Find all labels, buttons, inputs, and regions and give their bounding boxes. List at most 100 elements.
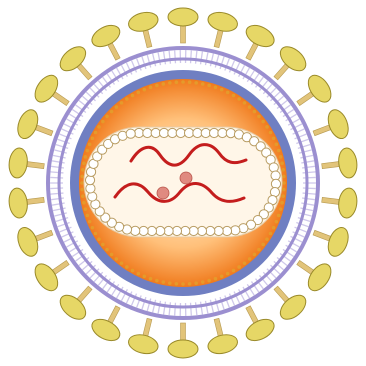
matrix-dot xyxy=(232,94,236,98)
matrix-dot xyxy=(265,237,269,241)
matrix-dot xyxy=(181,282,185,286)
capsid-bead xyxy=(131,226,140,235)
spike-head xyxy=(30,71,62,106)
matrix-dot xyxy=(101,243,105,247)
glycoprotein-spike xyxy=(202,9,240,50)
spike-head xyxy=(243,21,278,51)
matrix-dot xyxy=(226,272,230,276)
matrix-dot xyxy=(194,281,198,285)
matrix-dot xyxy=(269,232,273,236)
matrix-dot xyxy=(161,82,165,86)
capsid-bead xyxy=(197,226,206,235)
spike-head xyxy=(88,21,123,51)
matrix-dot xyxy=(277,149,281,153)
matrix-dot xyxy=(188,80,192,84)
capsid-bead xyxy=(126,129,135,138)
matrix-dot xyxy=(201,280,205,284)
matrix-dot xyxy=(175,80,179,84)
matrix-dot xyxy=(131,269,135,273)
spike-head xyxy=(324,107,351,141)
lipid-tail xyxy=(303,177,316,178)
capsid-bead xyxy=(209,128,218,137)
matrix-dot xyxy=(257,115,261,119)
spike-head xyxy=(127,9,160,34)
matrix-dot xyxy=(275,143,279,147)
capsid-bead xyxy=(143,128,152,137)
capsid-bead xyxy=(156,226,165,235)
spike-head xyxy=(7,187,28,219)
capsid-bead xyxy=(222,226,231,235)
matrix-dot xyxy=(82,161,86,165)
matrix-dot xyxy=(243,101,247,105)
capsid-bead xyxy=(147,226,156,235)
matrix-dot xyxy=(261,120,265,124)
spike-head xyxy=(168,8,198,26)
matrix-dot xyxy=(168,281,172,285)
capsid-bead xyxy=(206,226,215,235)
matrix-dot xyxy=(84,207,88,211)
capsid-bead xyxy=(139,226,148,235)
matrix-dot xyxy=(125,265,129,269)
glycoprotein-spike xyxy=(127,9,165,50)
glycoprotein-spike xyxy=(320,185,358,219)
spike-head xyxy=(206,9,239,34)
matrix-dot xyxy=(80,188,84,192)
matrix-dot xyxy=(81,168,85,172)
matrix-dot xyxy=(279,207,283,211)
spike-head xyxy=(127,332,160,357)
spike-head xyxy=(7,147,28,179)
matrix-dot xyxy=(277,214,281,218)
matrix-dot xyxy=(143,88,147,92)
spike-head xyxy=(14,107,41,141)
spike-head xyxy=(324,225,351,259)
spike-head xyxy=(168,340,198,358)
matrix-dot xyxy=(279,155,283,159)
spike-head xyxy=(243,315,278,345)
matrix-dot xyxy=(84,155,88,159)
matrix-dot xyxy=(280,201,284,205)
matrix-dot xyxy=(143,275,147,279)
matrix-dot xyxy=(188,282,192,286)
matrix-dot xyxy=(201,82,205,86)
lipid-tail xyxy=(175,50,176,63)
capsid-bead xyxy=(218,128,227,137)
glycoprotein-spike xyxy=(14,219,57,259)
glycoprotein-spike xyxy=(309,107,352,147)
matrix-dot xyxy=(88,220,92,224)
glycoprotein-spike xyxy=(7,147,45,181)
matrix-dot xyxy=(149,86,153,90)
matrix-dot xyxy=(214,277,218,281)
matrix-dot xyxy=(237,97,241,101)
spike-head xyxy=(337,147,358,179)
glycoprotein-spike xyxy=(7,185,45,219)
matrix-dot xyxy=(110,253,114,257)
glycoprotein-spike xyxy=(168,8,198,43)
spike-head xyxy=(304,71,336,106)
capsid-bead xyxy=(159,128,168,137)
matrix-dot xyxy=(282,175,286,179)
capsid-bead xyxy=(172,226,181,235)
matrix-dot xyxy=(261,243,265,247)
matrix-dot xyxy=(220,88,224,92)
glycoprotein-spike xyxy=(168,323,198,358)
lipid-tail xyxy=(175,303,176,316)
capsid-bead xyxy=(168,128,177,137)
matrix-dot xyxy=(248,257,252,261)
matrix-dot xyxy=(80,175,84,179)
matrix-dot xyxy=(105,248,109,252)
glycoprotein-spike xyxy=(127,315,165,356)
capsid-bead xyxy=(85,176,94,185)
lipid-tail xyxy=(191,50,192,63)
matrix-dot xyxy=(137,91,141,95)
matrix-dot xyxy=(282,181,286,185)
enzyme-granule xyxy=(180,172,192,184)
matrix-dot xyxy=(125,97,129,101)
lipid-tail xyxy=(191,303,192,316)
matrix-dot xyxy=(161,280,165,284)
matrix-dot xyxy=(237,265,241,269)
matrix-dot xyxy=(115,257,119,261)
capsid-bead xyxy=(193,128,202,137)
matrix-dot xyxy=(181,80,185,84)
capsid-bead xyxy=(86,184,95,193)
capsid-bead xyxy=(271,179,280,188)
